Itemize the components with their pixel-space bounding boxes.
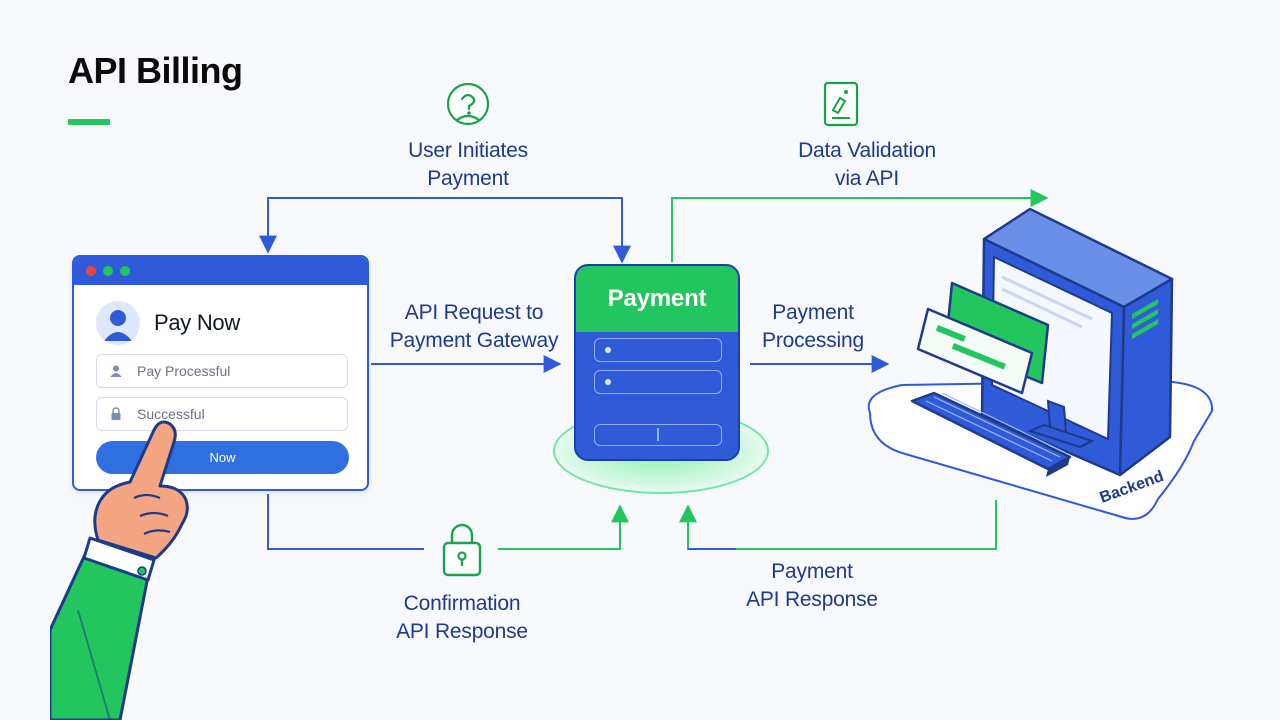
label-payment-processing-line1: Payment bbox=[772, 301, 854, 324]
label-payment-processing-line2: Processing bbox=[762, 329, 864, 352]
payment-field-1-value: Pay Processful bbox=[137, 363, 231, 379]
arrow-user-to-window bbox=[259, 197, 468, 254]
label-payment-api-response-line1: Payment bbox=[771, 560, 853, 583]
label-payment-api-response: Payment API Response bbox=[722, 558, 902, 614]
label-data-validation-line2: via API bbox=[835, 167, 899, 190]
pay-now-title: Pay Now bbox=[154, 310, 240, 335]
gateway-split-field[interactable] bbox=[594, 424, 722, 446]
label-data-validation: Data Validation via API bbox=[772, 137, 962, 193]
gateway-title: Payment bbox=[576, 266, 738, 332]
user-avatar-icon bbox=[96, 301, 140, 345]
label-confirmation-line2: API Response bbox=[396, 620, 528, 643]
payment-form-window: Pay Now Pay Processful Successful Now bbox=[72, 255, 369, 491]
validation-document-icon bbox=[823, 81, 859, 127]
label-api-request-line1: API Request to bbox=[404, 301, 544, 324]
window-close-dot[interactable] bbox=[86, 266, 96, 276]
payment-field-2-value: Successful bbox=[137, 406, 205, 422]
user-icon bbox=[110, 365, 122, 377]
lock-small-icon bbox=[111, 407, 121, 420]
arrow-user-to-gateway bbox=[468, 197, 631, 264]
payment-field-2[interactable]: Successful bbox=[96, 397, 348, 431]
label-data-validation-line1: Data Validation bbox=[798, 139, 936, 162]
gateway-field-1[interactable] bbox=[594, 338, 722, 362]
pointing-hand-icon bbox=[50, 420, 189, 720]
arrow-confirmation bbox=[267, 494, 424, 550]
label-confirmation-line1: Confirmation bbox=[403, 592, 521, 615]
payment-gateway-card: Payment bbox=[574, 264, 740, 461]
lock-icon bbox=[442, 523, 482, 577]
label-confirmation: Confirmation API Response bbox=[372, 590, 552, 646]
gateway-field-2[interactable] bbox=[594, 370, 722, 394]
arrow-validation-to-backend bbox=[671, 189, 1049, 262]
label-payment-processing: Payment Processing bbox=[748, 299, 878, 355]
label-user-initiates-line1: User Initiates bbox=[408, 139, 528, 162]
page-title: API Billing bbox=[68, 50, 243, 91]
label-api-request: API Request to Payment Gateway bbox=[374, 299, 574, 355]
label-payment-api-response-line2: API Response bbox=[746, 588, 878, 611]
pay-now-header: Pay Now bbox=[96, 301, 240, 345]
payment-field-1[interactable]: Pay Processful bbox=[96, 354, 348, 388]
label-user-initiates-payment: User Initiates Payment bbox=[378, 137, 558, 193]
window-titlebar bbox=[74, 257, 367, 285]
backend-computer-icon: Backend bbox=[867, 207, 1214, 520]
window-maximize-dot[interactable] bbox=[120, 266, 130, 276]
window-minimize-dot[interactable] bbox=[103, 266, 113, 276]
label-user-initiates-line2: Payment bbox=[427, 167, 509, 190]
title-underline bbox=[68, 119, 110, 125]
arrow-backend-response bbox=[679, 500, 997, 550]
pay-now-button[interactable]: Now bbox=[96, 441, 349, 474]
label-api-request-line2: Payment Gateway bbox=[389, 329, 559, 352]
help-circle-icon bbox=[446, 82, 490, 126]
